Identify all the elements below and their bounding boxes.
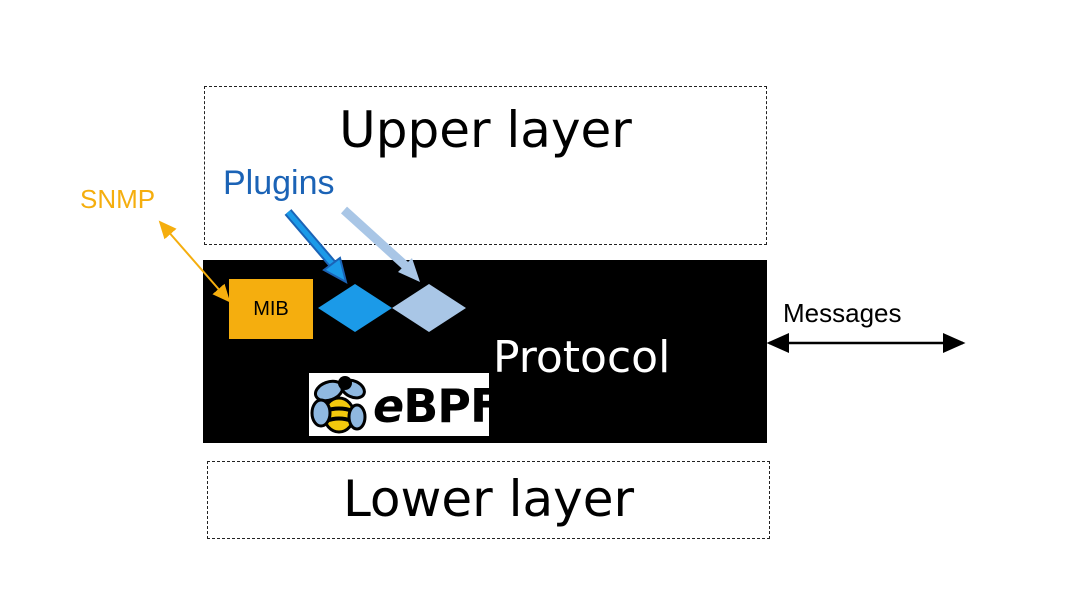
plugin-diamond-active bbox=[318, 284, 392, 332]
protocol-label: Protocol bbox=[493, 332, 671, 383]
plugin-arrow-light bbox=[340, 206, 420, 282]
plugin-diamond-inactive bbox=[392, 284, 466, 332]
plugin-arrow-dark bbox=[284, 209, 348, 284]
protocol-box: MIB Protocol eBPF bbox=[203, 260, 767, 443]
ebpf-wordmark: eBPF bbox=[373, 379, 501, 433]
upper-layer-box: Upper layer bbox=[204, 86, 767, 245]
messages-label: Messages bbox=[783, 298, 902, 328]
ebpf-logo: eBPF bbox=[309, 373, 501, 436]
plugins-label: Plugins bbox=[223, 164, 335, 202]
lower-layer-label: Lower layer bbox=[342, 470, 635, 528]
bee-icon bbox=[310, 376, 367, 434]
snmp-arrow bbox=[158, 220, 231, 303]
mib-label: MIB bbox=[253, 297, 289, 320]
lower-layer-box: Lower layer bbox=[207, 461, 770, 539]
upper-layer-label: Upper layer bbox=[339, 101, 632, 159]
snmp-label: SNMP bbox=[80, 184, 156, 214]
mib-box: MIB bbox=[229, 279, 313, 339]
